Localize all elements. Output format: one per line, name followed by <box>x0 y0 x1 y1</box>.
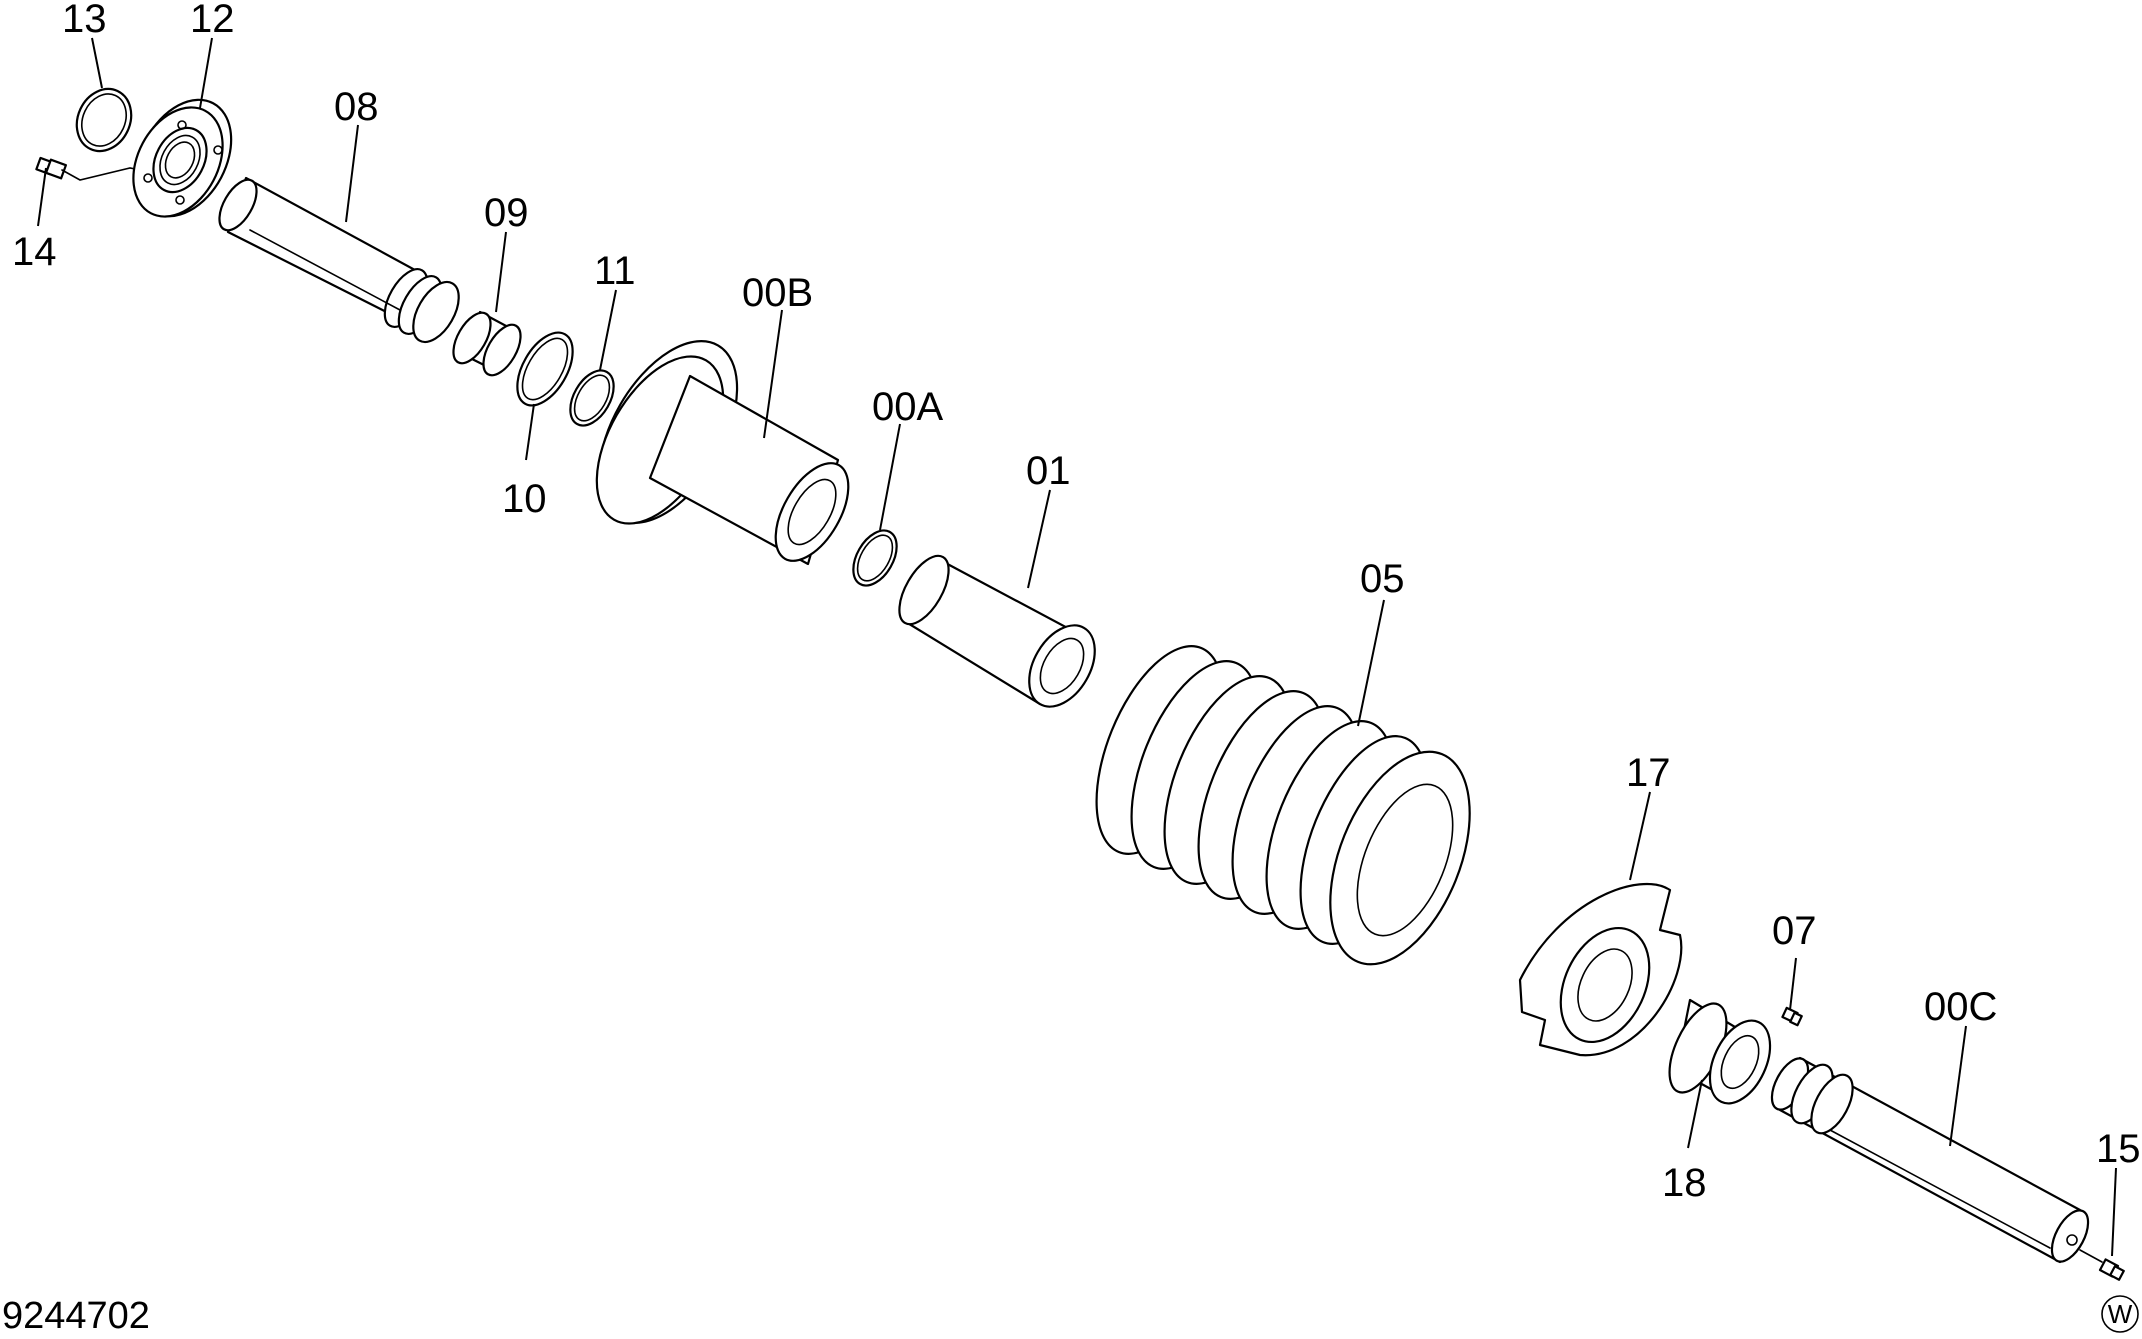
callout-05: 05 <box>1360 557 1405 601</box>
part-10-seal-ring <box>516 331 574 407</box>
callout-07: 07 <box>1772 909 1817 953</box>
corner-mark: W <box>2101 1295 2139 1333</box>
part-09-collar <box>452 310 522 377</box>
part-15-plug <box>2079 1249 2125 1281</box>
part-17-bracket-plate <box>1518 882 1683 1057</box>
part-05-spring <box>1095 645 1471 966</box>
callout-00B: 00B <box>742 271 813 315</box>
callout-15: 15 <box>2096 1127 2141 1171</box>
callout-00C: 00C <box>1924 985 1997 1029</box>
callout-11: 11 <box>594 249 636 293</box>
callout-10: 10 <box>502 477 547 521</box>
part-08-shaft <box>218 176 460 344</box>
part-18-nut <box>1668 998 1772 1105</box>
leader-lines <box>37 37 2117 1257</box>
part-11-o-ring <box>569 369 615 427</box>
part-13-o-ring <box>75 87 133 153</box>
corner-mark-letter: W <box>2108 1299 2133 1329</box>
part-12-flange-housing <box>132 98 233 218</box>
part-00B-flanged-bushing <box>595 340 850 566</box>
callout-14: 14 <box>12 230 57 274</box>
callout-08: 08 <box>334 85 379 129</box>
drawing-number: 9244702 <box>2 1295 150 1337</box>
part-00C-pin <box>1770 1056 2090 1264</box>
part-07-bolt <box>1781 1006 1803 1027</box>
callout-00A: 00A <box>872 385 943 429</box>
callout-12: 12 <box>190 0 235 41</box>
callout-13: 13 <box>62 0 107 41</box>
part-01-sleeve <box>898 554 1096 708</box>
part-14-grease-fitting <box>35 156 141 181</box>
part-00A-o-ring <box>852 529 898 587</box>
callout-09: 09 <box>484 191 529 235</box>
callout-17: 17 <box>1626 751 1671 795</box>
callout-01: 01 <box>1026 449 1071 493</box>
callout-labels: 13 12 14 08 09 10 11 00B 00A 01 05 17 07… <box>12 0 2141 1205</box>
callout-18: 18 <box>1662 1161 1707 1205</box>
